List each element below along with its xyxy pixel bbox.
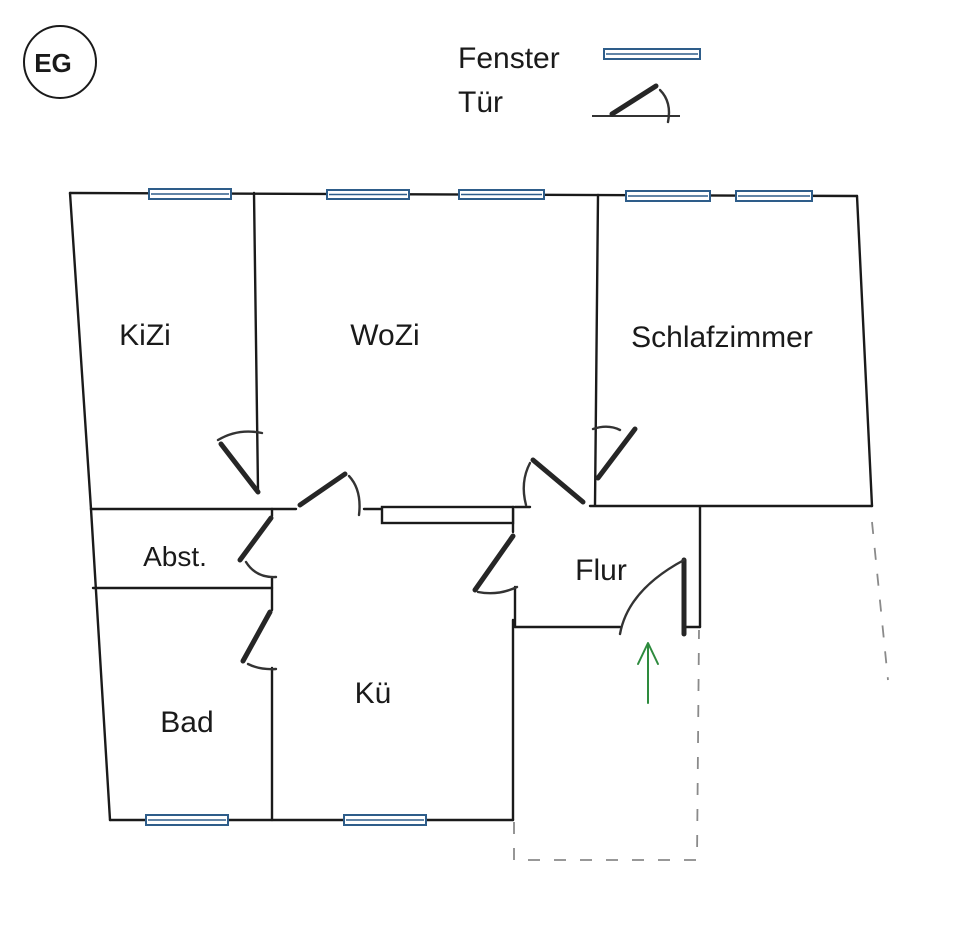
room-label-kizi: KiZi <box>119 319 171 352</box>
outdoor-outline <box>513 521 889 861</box>
door-wozi-flur <box>522 457 586 507</box>
legend-door-leaf <box>609 83 659 117</box>
legend-window-symbol <box>603 48 701 60</box>
room-labels: KiZi WoZi Schlafzimmer Abst. Flur Kü Bad <box>119 319 813 739</box>
window-wozi-left <box>326 189 410 200</box>
wall-west-lower <box>89 507 112 822</box>
door-abst <box>237 515 278 579</box>
floor-badge-circle <box>23 25 97 99</box>
window-wozi-right <box>458 189 545 200</box>
dashed-outline-entrance-area <box>513 629 700 861</box>
room-label-abst: Abst. <box>143 541 207 572</box>
wall-kizi-wozi <box>252 191 260 492</box>
entrance-arrow <box>637 642 659 704</box>
floor-badge-label: EG <box>34 48 72 78</box>
window-schlafzimmer-right <box>735 190 813 202</box>
legend-door-symbol <box>592 83 680 124</box>
room-label-schlafzimmer: Schlafzimmer <box>631 321 813 354</box>
door-kueche <box>472 533 519 595</box>
window-kizi <box>148 188 232 200</box>
floor-badge: EG <box>23 25 97 99</box>
door-wozi <box>297 471 361 517</box>
legend: Fenster Tür <box>458 42 701 124</box>
room-label-wozi: WoZi <box>350 319 419 352</box>
room-label-flur: Flur <box>575 554 627 587</box>
window-bad <box>145 814 229 826</box>
door-schlafzimmer <box>591 425 638 481</box>
doors <box>216 425 687 671</box>
interior-walls <box>89 191 874 822</box>
window-schlafzimmer-left <box>625 190 711 202</box>
door-bad <box>240 609 278 671</box>
wall-east <box>855 194 874 508</box>
window-kueche <box>343 814 427 826</box>
dashed-outline-east <box>871 521 889 681</box>
room-label-bad: Bad <box>160 706 213 739</box>
built-in-wardrobe <box>380 505 515 525</box>
windows <box>145 188 813 826</box>
door-entrance <box>618 557 687 637</box>
wall-west-upper <box>68 191 93 511</box>
door-kizi <box>216 430 264 495</box>
legend-window-label: Fenster <box>458 42 560 75</box>
wall-wozi-schlafzimmer <box>593 193 600 507</box>
legend-door-arc <box>658 88 671 124</box>
room-label-kueche: Kü <box>355 677 392 710</box>
legend-door-label: Tür <box>458 86 503 119</box>
